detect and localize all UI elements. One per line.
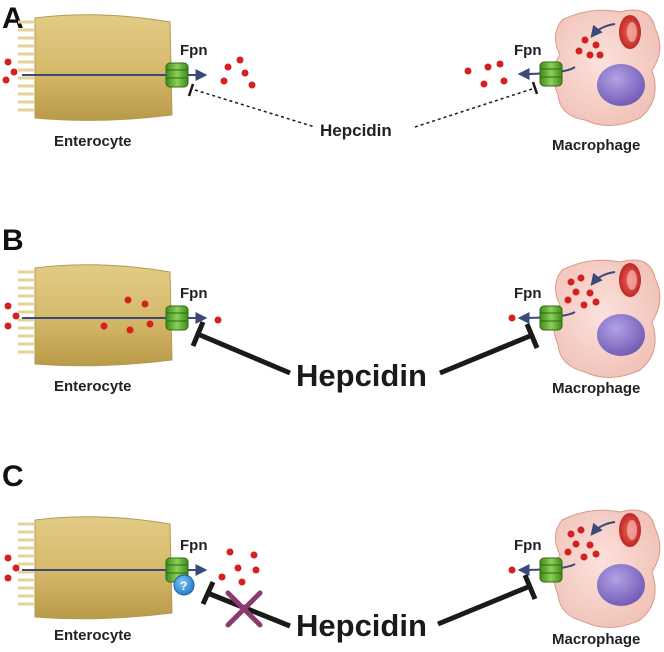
hepcidin-dotted-line-right-a [414, 87, 536, 128]
macrophage-label-b: Macrophage [552, 380, 640, 397]
macrophage-label-c: Macrophage [552, 631, 640, 648]
fpn-label-right-a: Fpn [514, 42, 542, 59]
panel-letter-b: B [2, 224, 24, 257]
inhibition-bar-left-a [187, 83, 195, 97]
macrophage-b [553, 259, 661, 378]
hepcidin-line-left-c [209, 591, 291, 629]
inhibition-bar-left-b [190, 321, 206, 347]
panel-c: C Fpn ? [2, 460, 661, 648]
phagocytosis-arrow-b [590, 271, 616, 286]
hepcidin-line-right-c [437, 584, 529, 627]
nucleus-b [597, 314, 645, 356]
macrophage-a [553, 9, 661, 126]
panel-letter-c: C [2, 460, 24, 493]
iron-dots-blood-left-c [218, 548, 260, 586]
fpn-label-right-b: Fpn [514, 285, 542, 302]
hepcidin-label-c: Hepcidin [296, 608, 427, 643]
question-mark: ? [180, 579, 187, 593]
phagocytosis-arrow-a [590, 23, 616, 38]
enterocyte-label-a: Enterocyte [54, 133, 132, 150]
unknown-factor-marker-c: ? [173, 574, 195, 596]
enterocyte-label-c: Enterocyte [54, 627, 132, 644]
nucleus-c [597, 564, 645, 606]
fpn-transporter-left-b [165, 305, 189, 331]
fpn-label-left-a: Fpn [180, 42, 208, 59]
iron-dots-blood-right-a [464, 60, 508, 88]
iron-dot-blood-right-c [508, 566, 516, 574]
inhibition-bar-right-c [522, 574, 538, 600]
enterocyte-c [18, 516, 173, 620]
iron-dots-blood-left-a [220, 56, 256, 89]
hepcidin-label-a: Hepcidin [320, 121, 392, 140]
blocked-x-mark-c [225, 590, 263, 628]
inhibition-bar-right-b [524, 323, 540, 349]
fpn-transporter-right-c [539, 557, 563, 583]
macrophage-c [553, 509, 661, 628]
iron-dots-cell-b [100, 296, 154, 334]
inhibition-bar-right-a [531, 81, 539, 95]
hepcidin-line-right-b [439, 333, 531, 376]
microvilli-a [18, 20, 35, 112]
iron-dot-blood-right-b [508, 314, 516, 322]
phagocytosis-arrow-c [590, 521, 616, 536]
hepcidin-label-b: Hepcidin [296, 358, 427, 393]
fpn-label-left-c: Fpn [180, 537, 208, 554]
panel-letter-a: A [2, 2, 24, 35]
hepcidin-dotted-line-left-a [194, 89, 316, 128]
fpn-transporter-right-a [539, 61, 563, 87]
fpn-transporter-right-b [539, 305, 563, 331]
fpn-transporter-left-a [165, 62, 189, 88]
iron-dots-macrophage-c [564, 526, 600, 561]
nucleus-a [597, 64, 645, 106]
enterocyte-a [18, 14, 173, 121]
panel-a: A Fpn Enterocyte [2, 2, 661, 154]
iron-dot-blood-left-b [214, 316, 222, 324]
panel-b: B Fpn Enterocyte [2, 224, 661, 397]
iron-dots-macrophage-a [575, 36, 604, 59]
iron-dots-gut-c [4, 554, 20, 582]
fpn-label-right-c: Fpn [514, 537, 542, 554]
enterocyte-label-b: Enterocyte [54, 378, 132, 395]
iron-dots-gut-a [2, 58, 18, 84]
hepcidin-line-left-b [199, 332, 291, 376]
iron-dots-gut-b [4, 302, 20, 330]
macrophage-label-a: Macrophage [552, 137, 640, 154]
iron-dots-macrophage-b [564, 274, 600, 309]
inhibition-bar-left-c [200, 580, 216, 606]
enterocyte-b [18, 264, 173, 367]
fpn-label-left-b: Fpn [180, 285, 208, 302]
